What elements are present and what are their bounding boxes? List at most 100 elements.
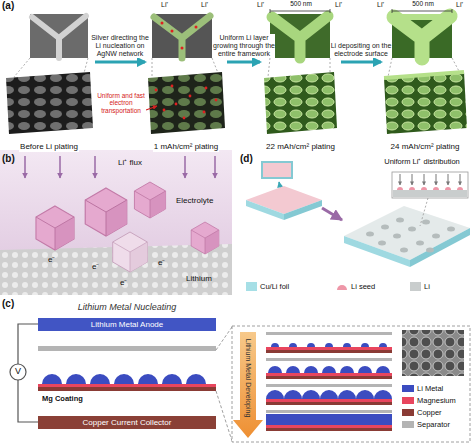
silver-nanowire-framework-part-part — [203, 111, 206, 114]
seed-sketch-part-part — [432, 234, 440, 239]
legend-shape — [336, 282, 348, 291]
seed-sketch-part — [344, 206, 470, 260]
nucleation-sketch-part — [0, 150, 232, 295]
cell-sketch-part — [266, 358, 392, 361]
cell-sketch — [10, 324, 470, 442]
sem-zoom-part — [270, 14, 330, 58]
seed-sketch-part — [284, 200, 322, 220]
seed-sketch-part-part — [426, 248, 434, 253]
silver-nanowire-framework-part-part — [163, 109, 166, 112]
nucleation-sketch-part-part — [36, 217, 74, 250]
seed-sketch-part-part — [412, 174, 413, 185]
silver-nanowire-framework-part — [155, 85, 218, 120]
cell-sketch-part — [42, 374, 206, 384]
nucleation-sketch-part-part — [85, 200, 127, 236]
silver-nanowire-framework-part-part — [183, 117, 186, 120]
scale-bar-part — [270, 9, 330, 13]
seed-sketch-part-part — [424, 174, 425, 185]
scale-label: 500 nm — [285, 0, 317, 7]
legend-item: Magnesium — [402, 396, 456, 405]
cell-sketch-part — [268, 366, 390, 373]
cell-sketch-part — [266, 373, 392, 376]
meter-symbol: V — [10, 366, 26, 376]
seed-sketch-part-part — [447, 227, 455, 232]
legend-swatch — [246, 282, 257, 291]
seed-sketch-part-part — [436, 174, 437, 185]
silver-nanowire-framework-part-part — [175, 103, 178, 106]
legend-swatch — [410, 282, 421, 291]
nucleation-sketch-part-part — [55, 217, 74, 250]
seed-sketch-part-part — [460, 174, 461, 185]
seed-sketch-part-part — [448, 174, 449, 185]
ion-label: Li⁺ — [200, 1, 209, 9]
arrow-label: Uniform Li layer growing through the ent… — [213, 34, 275, 58]
annotation: Uniform Li⁺ distribution — [372, 158, 472, 167]
cell-sketch-part — [232, 326, 470, 442]
seed-sketch — [246, 162, 470, 267]
nucleation-sketch-part — [191, 222, 219, 254]
nucleation-sketch-part-part — [36, 206, 74, 250]
ion-label: Li⁺ — [455, 1, 464, 9]
silver-nanowire-framework-part — [6, 72, 93, 134]
panel-letter: (b) — [2, 153, 15, 165]
cell-sketch-part — [10, 364, 26, 380]
cell-sketch-part — [266, 425, 392, 428]
seed-sketch-part — [366, 218, 455, 253]
sem-zoom-part-part — [181, 47, 184, 50]
seed-sketch-part-part — [378, 241, 386, 246]
cell-sketch-part — [266, 390, 392, 399]
cell-sketch-part — [266, 384, 392, 387]
nucleation-sketch-part — [134, 182, 165, 218]
silver-nanowire-framework-part-part — [205, 87, 208, 90]
sem-zoom-part-part — [392, 14, 452, 20]
seed-sketch-part-part — [400, 174, 401, 185]
ion-label: Li⁺ — [160, 1, 169, 9]
legend-swatch — [402, 409, 414, 416]
panel-letter: (a) — [2, 0, 14, 12]
bar-label: Copper Current Collector — [83, 418, 172, 428]
stage-panel: 22 mAh/cm² plating — [261, 8, 340, 152]
legend-swatch — [402, 385, 414, 392]
nucleation-sketch-part — [113, 232, 148, 272]
seed-sketch-part — [420, 198, 428, 226]
cell-sketch-part — [266, 350, 392, 353]
seed-sketch-part — [344, 236, 410, 267]
sem-zoom-part-part — [272, 16, 328, 58]
cell-sketch-part — [38, 384, 216, 387]
legend-label: Li — [424, 282, 430, 291]
sem-zoom-part — [392, 14, 452, 58]
sem-zoom — [30, 14, 452, 58]
silver-nanowire-framework-part-part — [189, 95, 192, 98]
ion-label: Li⁺ — [376, 1, 385, 9]
seed-sketch-part-part — [393, 234, 401, 239]
legend-swatch — [402, 397, 414, 404]
nucleation-sketch-part — [25, 156, 215, 178]
annotation: Uniform and fast electron transportation — [96, 92, 146, 114]
legend-label: Li Metal — [417, 384, 443, 393]
seed-sketch-part — [262, 162, 292, 178]
electron-arrow — [146, 106, 157, 110]
legend-label: Li seed — [351, 282, 375, 291]
cell-sketch-part — [38, 346, 216, 351]
legend-item: Li seed — [336, 282, 375, 291]
stage-panel: 24 mAh/cm² plating — [382, 8, 468, 152]
seed-sketch-part — [400, 174, 460, 185]
seed-sketch-part — [322, 208, 342, 220]
silver-nanowire-framework-part — [384, 72, 467, 134]
stage-title: Lithium Metal Nucleating — [38, 302, 216, 312]
cell-sketch-part — [233, 332, 263, 438]
legend-label: Cu/Li foil — [260, 282, 289, 291]
silver-nanowire-framework-part — [264, 72, 337, 134]
cell-sketch-part — [38, 387, 216, 391]
stage-caption: 1 mAh/cm² plating — [153, 142, 219, 152]
cell-sketch-part — [266, 376, 392, 379]
panel-letter: (d) — [240, 153, 253, 165]
nucleation-sketch-part — [85, 188, 127, 236]
legend-label: Copper — [417, 408, 442, 417]
seed-sketch-part — [246, 200, 284, 220]
silver-nanowire-framework-part-part — [155, 89, 158, 92]
nucleation-sketch-part-part — [150, 191, 166, 218]
seed-sketch-part — [410, 228, 470, 267]
silver-nanowire-framework-part-part — [215, 99, 218, 102]
